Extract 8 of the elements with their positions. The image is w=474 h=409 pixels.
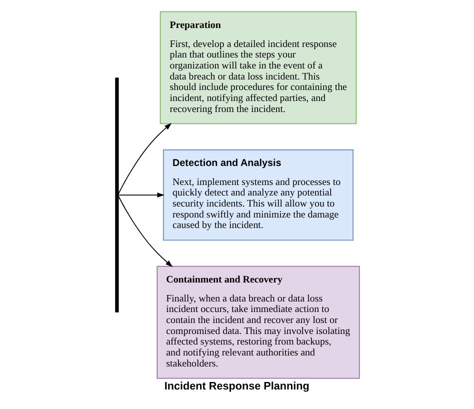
node-bar: [114, 78, 118, 312]
arrow: [118, 122, 172, 194]
node-box: Containment and Recovery Finally, when a data breach or data loss incident occurs, take immediate action to contain the incident and recover any lost or compromised data. This may involve isolating affected systems, restoring from backups, and notifying relevant authorities and stakeholders.: [156, 266, 360, 379]
caption: Incident Response Planning: [164, 380, 309, 393]
arrow: [118, 196, 172, 268]
node-box: Detection and Analysis Next, implement systems and processes to quickly detect and analyze any potential security incidents. This will allow you to respond swiftly and minimize the damage caused by the incident.: [162, 149, 354, 241]
node-box: Preparation First, develop a detailed incident response plan that outlines the steps your organization will take in the event of a data breach or data loss incident. This should include procedures for containing the incident, notifying affected parties, and recovering from the incident.: [159, 11, 356, 124]
arrow: [118, 192, 164, 198]
